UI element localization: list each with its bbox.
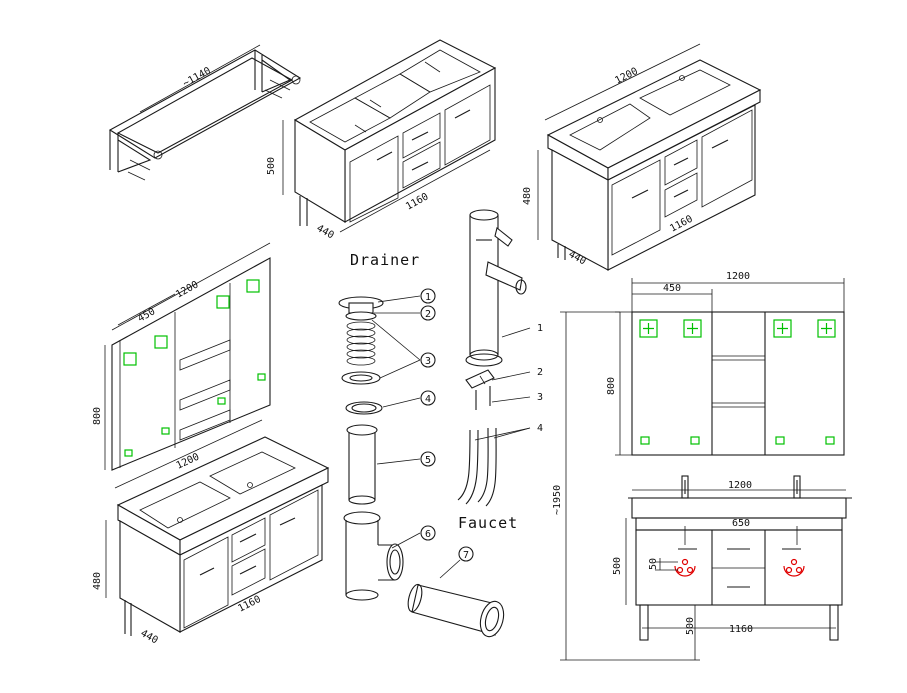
mount-marker-3	[773, 319, 792, 338]
faucet-callout-1: 1	[537, 323, 543, 334]
dim-mirror-height: 800	[92, 407, 103, 425]
drainer-callout-1: 1	[420, 288, 436, 304]
dim-elev-half: 450	[663, 283, 681, 294]
svg-text:3: 3	[425, 356, 431, 367]
drainer-callout-4: 4	[420, 390, 436, 406]
dim-tap-spacing: 650	[732, 518, 750, 529]
svg-text:1: 1	[425, 292, 431, 303]
vanity-with-top-drawing: 1200 480 1160 440	[522, 43, 762, 271]
faucet-callout-2: 2	[537, 367, 543, 378]
plumbing-markers-right	[783, 558, 805, 577]
dim-offset-50: 50	[648, 558, 659, 570]
svg-text:6: 6	[425, 529, 431, 540]
faucet-caption: Faucet	[458, 514, 518, 532]
dim-mirror-width: 1200	[174, 279, 200, 300]
base-cabinet-drawing: 500 1160 440	[266, 39, 497, 241]
dim-height-480-2: 480	[92, 572, 103, 590]
front-elevation-mirror: 1200 450 800	[606, 271, 845, 456]
mount-marker-1	[639, 319, 658, 338]
dim-total-height: ~1950	[552, 485, 563, 515]
dim-vanity-cab-width: 1160	[729, 624, 753, 635]
mirror-cabinet-drawing: 800 1200 450	[92, 242, 271, 471]
dim-frame-width: ~1140	[181, 65, 213, 89]
drainer-callout-2: 2	[420, 305, 436, 321]
drainer-exploded-drawing: 1 2 3 4 5 6 7 Drainer	[338, 251, 505, 638]
svg-text:2: 2	[425, 309, 431, 320]
plumbing-markers-left	[674, 558, 696, 577]
dim-vanity-height: 500	[612, 557, 623, 575]
drainer-caption: Drainer	[350, 251, 420, 269]
dim-top-width: 1200	[613, 66, 639, 87]
svg-text:4: 4	[425, 394, 431, 405]
faucet-callout-4: 4	[537, 423, 543, 434]
faucet-exploded-drawing: 1 2 3 4 Faucet	[457, 209, 543, 532]
vanity-bottom-left-drawing: 1200 480 1160 440	[92, 419, 330, 646]
mount-marker-4	[817, 319, 836, 338]
dim-leg-500: 500	[685, 617, 696, 635]
drainer-callout-5: 5	[420, 451, 436, 467]
svg-text:5: 5	[425, 455, 431, 466]
drainer-callout-6: 6	[420, 525, 436, 541]
dim-elev-mirror-height: 800	[606, 377, 617, 395]
mount-marker-2	[683, 319, 702, 338]
dim-depth: 440	[315, 223, 336, 241]
faucet-callout-3: 3	[537, 392, 543, 403]
front-elevation-vanity: 1200 650 500 50 500 1160 ~1950	[552, 311, 852, 661]
drainer-callout-3: 3	[420, 352, 436, 368]
dim-cabinet-height: 500	[266, 157, 277, 175]
dim-elev-top-width: 1200	[726, 271, 750, 282]
dim-depth-3: 440	[139, 628, 160, 646]
dim-vanity-top-width: 1200	[728, 480, 752, 491]
svg-text:7: 7	[463, 550, 469, 561]
drainer-callout-7: 7	[458, 546, 474, 562]
dim-height-480: 480	[522, 187, 533, 205]
